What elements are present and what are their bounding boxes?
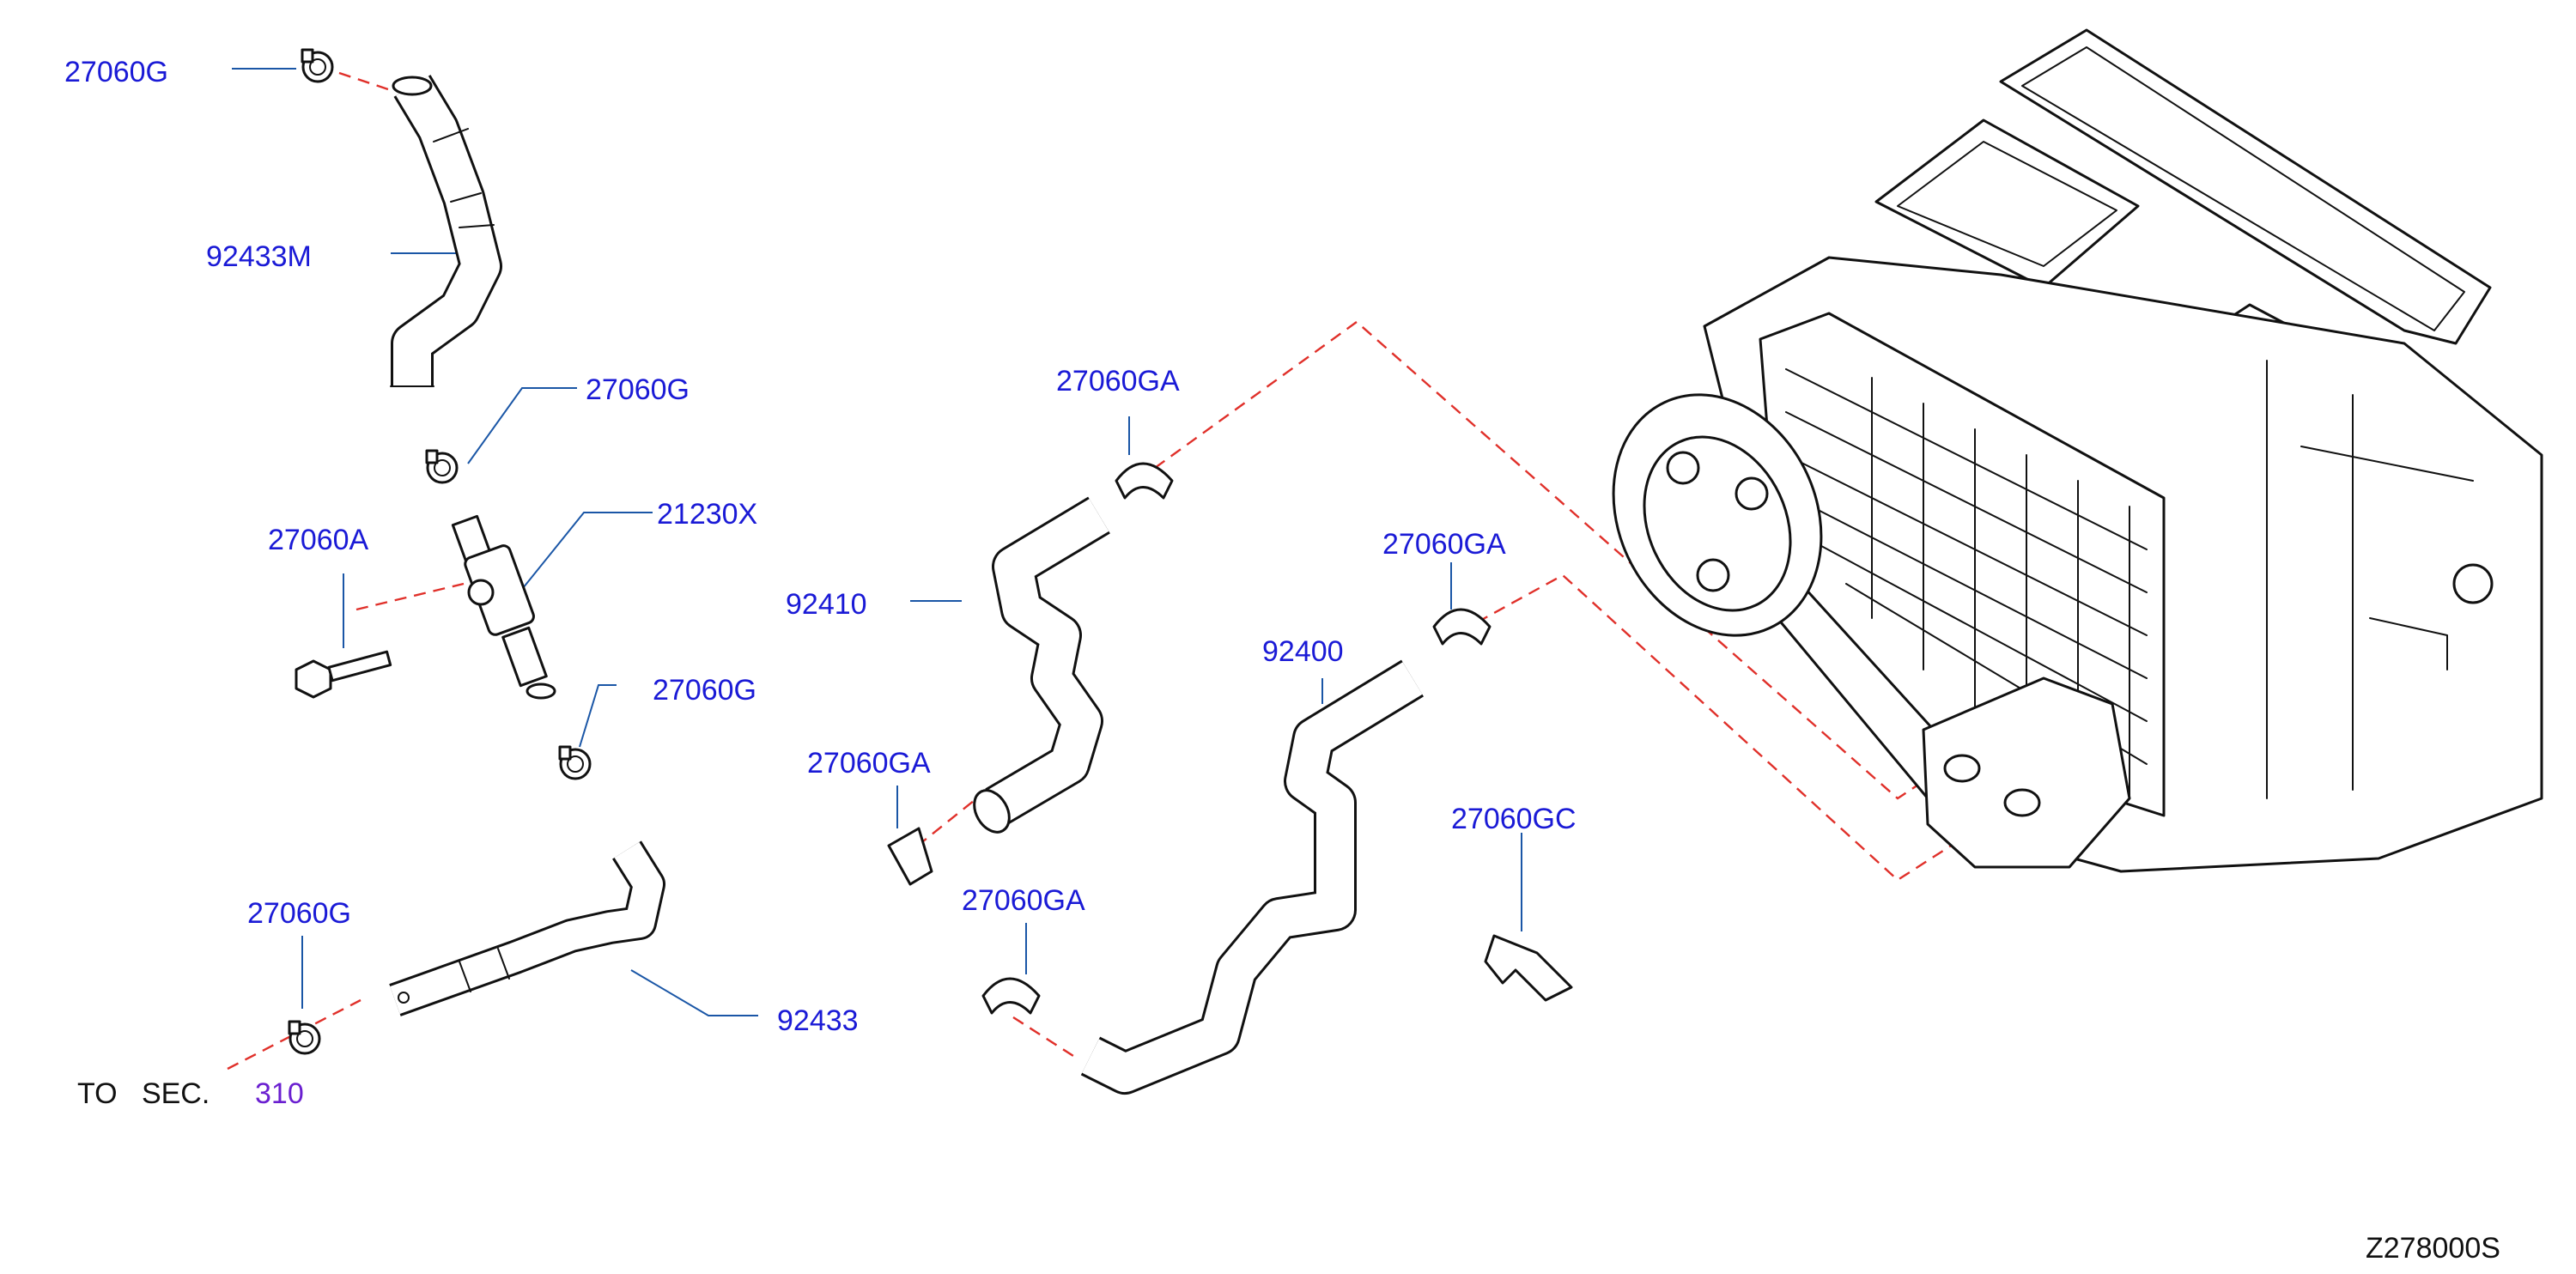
leader-lines	[232, 68, 1522, 1016]
clamp-27060g-valve-lower	[558, 745, 592, 780]
clamp-27060g-lower-hose	[288, 1020, 321, 1055]
label-clamp-valve-lower: 27060G	[653, 674, 756, 707]
hose-92433	[389, 840, 665, 1016]
label-clip-92410-lower: 27060GA	[807, 747, 931, 780]
clip-27060ga-92410-lower	[887, 827, 933, 886]
section-ref-prefix: TO SEC.	[77, 1077, 210, 1110]
clamp-27060g-upper-lower	[425, 449, 459, 484]
clamp-27060ga-92410-upper	[1115, 462, 1174, 500]
label-hose-lower: 92433	[777, 1004, 859, 1037]
label-hose-92400: 92400	[1262, 635, 1344, 668]
part-labels: 27060G 92433M 27060G 21230X 27060A 27060…	[64, 56, 2500, 1265]
label-clamp-92400-upper: 27060GA	[1382, 528, 1506, 561]
bracket-clip-27060gc	[1484, 934, 1573, 1002]
label-clamp-top: 27060G	[64, 56, 168, 88]
label-valve: 21230X	[657, 498, 757, 531]
label-clamp-92410-upper: 27060GA	[1056, 365, 1180, 397]
water-valve-21230x	[451, 514, 556, 700]
label-clamp-lower-hose: 27060G	[247, 897, 351, 930]
section-ref-link[interactable]: 310	[255, 1077, 304, 1110]
clamp-27060ga-92400-upper	[1432, 608, 1492, 646]
hose-92400	[1080, 659, 1424, 1095]
label-clamp-upper-lower: 27060G	[586, 373, 690, 406]
bolt-27060a	[295, 650, 392, 699]
label-clamp-92400-lower: 27060GA	[962, 884, 1085, 917]
diagram-code: Z278000S	[2366, 1232, 2500, 1265]
label-bracket-clip: 27060GC	[1451, 803, 1577, 835]
label-hose-upper: 92433M	[206, 240, 312, 273]
hose-92410	[973, 496, 1110, 834]
heater-unit-assembly	[1612, 28, 2543, 873]
clamp-27060ga-92400-lower	[981, 977, 1041, 1015]
hose-92433m	[390, 75, 502, 387]
label-hose-92410: 92410	[786, 588, 867, 621]
label-bolt: 27060A	[268, 524, 369, 556]
clamp-27060g-top	[301, 48, 334, 83]
